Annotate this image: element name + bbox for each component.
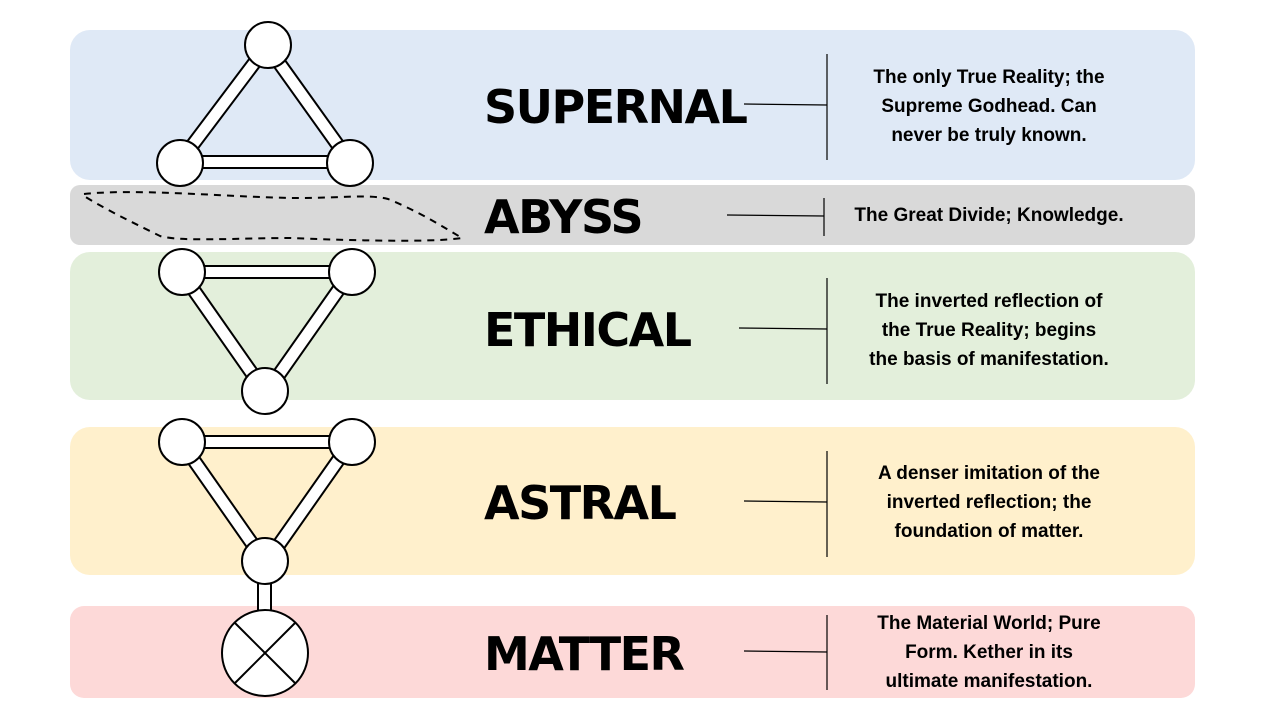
desc-line: never be truly known. [891,125,1087,146]
title-ethical: ETHICAL [484,303,692,357]
path-hod-netzach [181,435,353,449]
sephirah-malkuth [221,609,309,697]
title-supernal: SUPERNAL [484,80,748,134]
connector-astral [743,500,828,503]
connectors [726,54,828,690]
sephirah-hod [158,418,206,466]
title-astral: ASTRAL [484,476,677,530]
sephirah-binah [156,139,204,187]
sephirah-geburah [158,248,206,296]
desc-supernal: The only True Reality; the Supreme Godhe… [845,63,1133,150]
desc-line: The inverted reflection of [875,291,1103,312]
path-geburah-chesed [181,265,353,279]
desc-line: The Great Divide; Knowledge. [854,205,1124,226]
sephirah-chokmah [326,139,374,187]
sephirah-kether [244,21,292,69]
desc-astral: A denser imitation of the inverted refle… [845,459,1133,546]
sephirah-tiphareth [241,367,289,415]
desc-line: A denser imitation of the [877,463,1101,484]
desc-line: Supreme Godhead. Can [881,96,1097,117]
title-abyss: ABYSS [484,190,644,244]
sephirah-chesed [328,248,376,296]
desc-line: Form. Kether in its [905,642,1073,663]
desc-line: ultimate manifestation. [885,671,1093,692]
desc-abyss: The Great Divide; Knowledge. [845,201,1133,230]
connector-supernal [743,103,828,106]
desc-line: foundation of matter. [894,521,1084,542]
astral-paths [174,435,358,617]
desc-matter: The Material World; Pure Form. Kether in… [845,609,1133,696]
sephirah-yesod [241,537,289,585]
path-binah-chokmah [179,155,351,169]
connector-matter [743,650,828,653]
abyss-outline [83,191,465,242]
desc-ethical: The inverted reflection of the True Real… [845,287,1133,374]
connector-ethical [738,327,828,330]
desc-line: The Material World; Pure [877,613,1101,634]
title-matter: MATTER [484,627,685,681]
desc-line: the True Reality; begins [881,320,1097,341]
abyss-band [70,185,1195,245]
desc-line: the basis of manifestation. [869,349,1109,370]
sephiroth [156,21,376,585]
desc-line: The only True Reality; the [873,67,1105,88]
sephirah-netzach [328,418,376,466]
desc-line: inverted reflection; the [886,492,1092,513]
connector-abyss [726,214,825,217]
